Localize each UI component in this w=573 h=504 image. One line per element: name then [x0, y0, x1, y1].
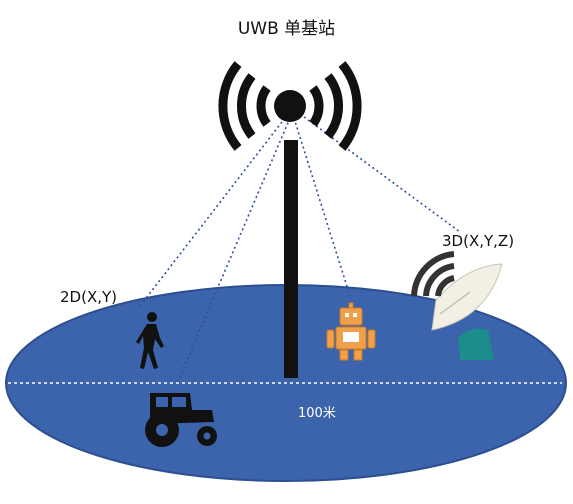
satellite-dish-icon — [431, 263, 503, 360]
distance-label: 100米 — [298, 406, 336, 421]
diagram-title: UWB 单基站 — [237, 19, 336, 39]
tractor-icon — [145, 393, 217, 447]
label-3d-position: 3D(X,Y,Z) — [442, 232, 515, 250]
signal-waves-icon — [411, 251, 455, 297]
robot-icon — [326, 302, 376, 361]
signal-lines — [139, 113, 461, 387]
tower-pole — [284, 140, 298, 378]
walking-person-icon — [136, 312, 164, 369]
radio-waves-icon — [218, 61, 362, 151]
label-2d-position: 2D(X,Y) — [60, 288, 118, 306]
antenna-hub — [274, 90, 306, 122]
